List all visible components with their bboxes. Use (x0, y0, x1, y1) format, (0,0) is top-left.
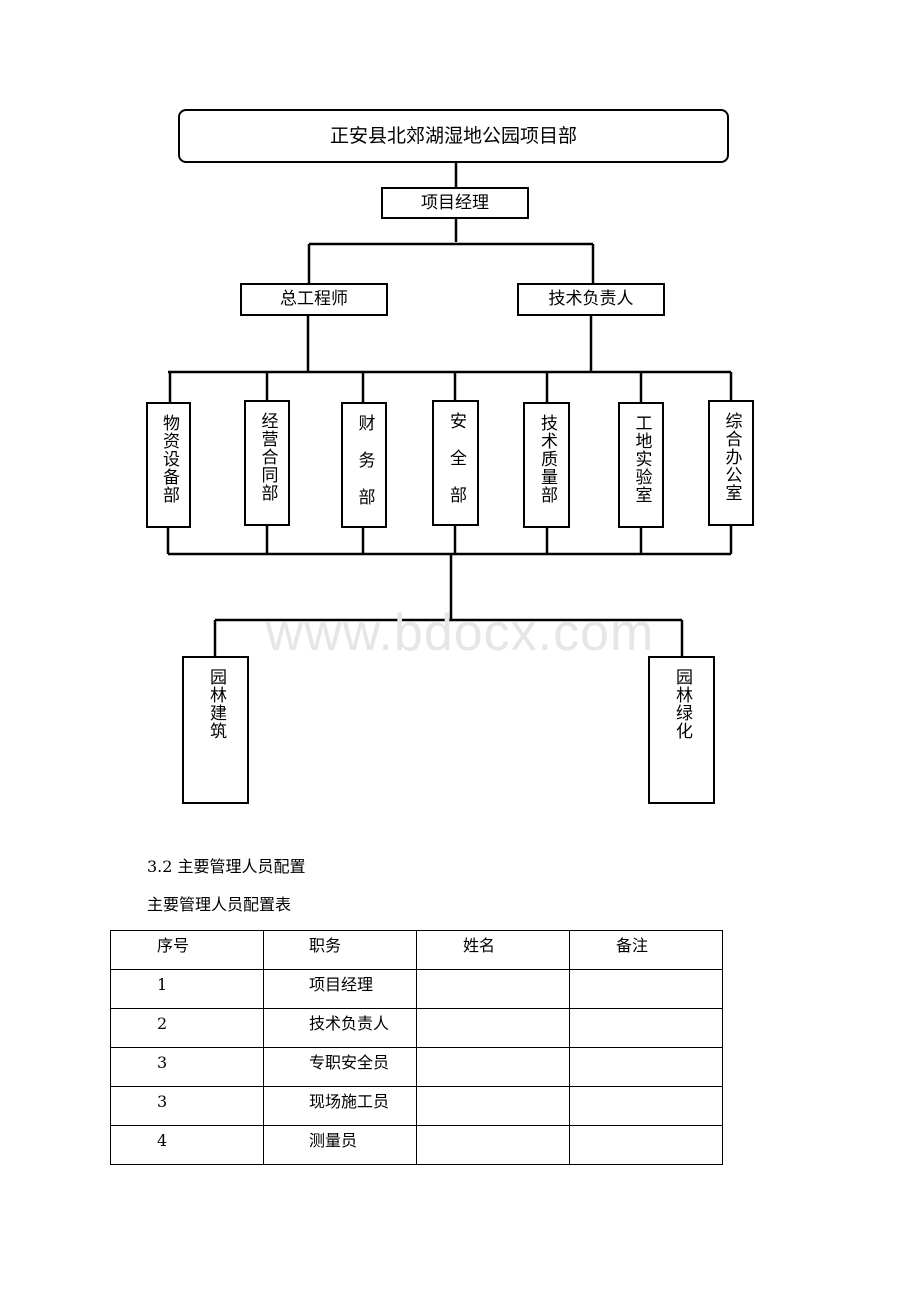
cell-role: 现场施工员 (263, 1086, 417, 1126)
table-title: 主要管理人员配置表 (147, 895, 292, 914)
dept-label: 安全部 (446, 412, 466, 523)
unit-label: 园林绿化 (672, 668, 692, 740)
cell-no: 3 (110, 1086, 264, 1126)
table-row: 4 测量员 (110, 1125, 723, 1165)
dept-label: 财务部 (354, 414, 375, 525)
header-cell: 姓名 (416, 930, 570, 970)
cell-note (569, 1008, 723, 1048)
watermark: www.bdocx.com (265, 604, 655, 662)
table-row: 1 项目经理 (110, 969, 723, 1009)
header-cell: 备注 (569, 930, 723, 970)
cell-role: 技术负责人 (263, 1008, 417, 1048)
cell-name (416, 1008, 570, 1048)
staff-table: 序号 职务 姓名 备注 1 项目经理 2 技术负责人 3 专职安全员 3 现场施… (110, 930, 723, 1165)
cell-note (569, 969, 723, 1009)
cell-name (416, 1125, 570, 1165)
cell-no: 4 (110, 1125, 264, 1165)
org-manager-box: 项目经理 (381, 187, 529, 219)
cell-name (416, 1086, 570, 1126)
org-root-box: 正安县北郊湖湿地公园项目部 (178, 109, 729, 163)
dept-label: 技术质量部 (537, 414, 557, 504)
cell-role: 项目经理 (263, 969, 417, 1009)
cell-note (569, 1047, 723, 1087)
org-chief-engineer-box: 总工程师 (240, 283, 388, 316)
cell-role: 测量员 (263, 1125, 417, 1165)
dept-label: 经营合同部 (257, 412, 278, 502)
cell-note (569, 1086, 723, 1126)
cell-name (416, 1047, 570, 1087)
dept-box-office: 综合办公室 (708, 400, 754, 526)
table-row: 3 现场施工员 (110, 1086, 723, 1126)
dept-box-materials: 物资设备部 (146, 402, 191, 528)
cell-no: 3 (110, 1047, 264, 1087)
dept-box-quality: 技术质量部 (523, 402, 570, 528)
dept-label: 综合办公室 (721, 412, 742, 502)
dept-label: 工地实验室 (631, 414, 652, 504)
org-tech-lead-box: 技术负责人 (517, 283, 665, 316)
section-heading: 3.2 主要管理人员配置 (147, 857, 306, 876)
table-row: 2 技术负责人 (110, 1008, 723, 1048)
cell-role: 专职安全员 (263, 1047, 417, 1087)
dept-box-safety: 安全部 (432, 400, 479, 526)
dept-label: 物资设备部 (159, 414, 179, 504)
unit-box-garden-building: 园林建筑 (182, 656, 249, 804)
header-cell: 职务 (263, 930, 417, 970)
unit-label: 园林建筑 (206, 668, 226, 740)
table-row: 3 专职安全员 (110, 1047, 723, 1087)
header-cell: 序号 (110, 930, 264, 970)
cell-name (416, 969, 570, 1009)
unit-box-greening: 园林绿化 (648, 656, 715, 804)
cell-no: 2 (110, 1008, 264, 1048)
cell-note (569, 1125, 723, 1165)
dept-box-finance: 财务部 (341, 402, 387, 528)
table-header-row: 序号 职务 姓名 备注 (110, 930, 723, 970)
cell-no: 1 (110, 969, 264, 1009)
dept-box-contracts: 经营合同部 (244, 400, 290, 526)
dept-box-lab: 工地实验室 (618, 402, 664, 528)
